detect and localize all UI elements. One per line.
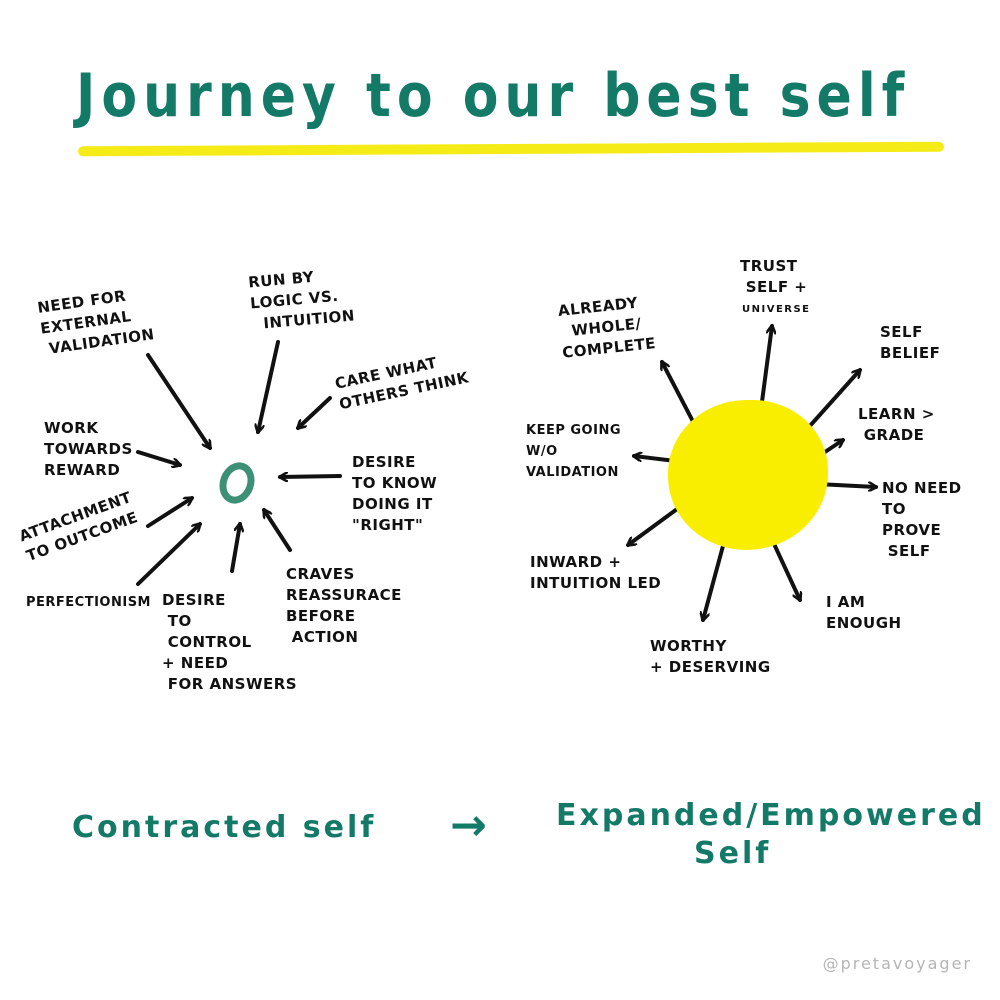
label-already-whole: Already whole/ complete [557,293,657,362]
label-universe: universe [742,304,811,315]
author-credit: @pretavoyager [822,954,972,973]
label-work-towards-reward: Work towards reward [44,419,133,479]
label-trust-self: Trust self + [740,257,808,296]
page-title: Journey to our best self [76,62,911,131]
label-no-need-to-prove: No need to prove self [882,479,962,560]
label-run-by-logic: Run by logic vs. intuition [247,267,356,334]
arrow-craves [262,510,292,552]
label-desire-to-control: Desire to control + need for answers [162,591,298,693]
label-desire-to-know-right: Desire to know doing it "right" [352,453,438,534]
expanded-self-label-line1: Expanded/Empowered [556,798,986,833]
label-keep-going: Keep going w/o validation [526,423,621,480]
transition-arrow-icon: → [450,800,490,851]
arrow-logic [258,340,280,432]
arrow-care-others [298,396,332,428]
arrow-control [230,524,240,573]
arrow-perfectionism [136,524,200,586]
expanded-self-label-line2: Self [694,836,772,871]
arrow-desire-know [280,476,342,477]
contracted-self-label: Contracted self [72,810,377,845]
label-perfectionism: Perfectionism [26,595,151,610]
label-worthy-deserving: Worthy + deserving [650,637,771,676]
expanded-sun-icon [668,400,828,550]
arrow-attachment [146,496,192,528]
label-inward-intuition: Inward + intuition led [530,553,662,592]
label-self-belief: Self belief [880,323,941,362]
label-craves-reassurance: Craves reassurace before action [286,565,402,646]
arrow-external-validation [146,353,212,448]
label-i-am-enough: I am enough [826,593,902,632]
label-learn-over-grade: Learn > grade [858,405,935,444]
arrow-work-reward [136,450,180,465]
